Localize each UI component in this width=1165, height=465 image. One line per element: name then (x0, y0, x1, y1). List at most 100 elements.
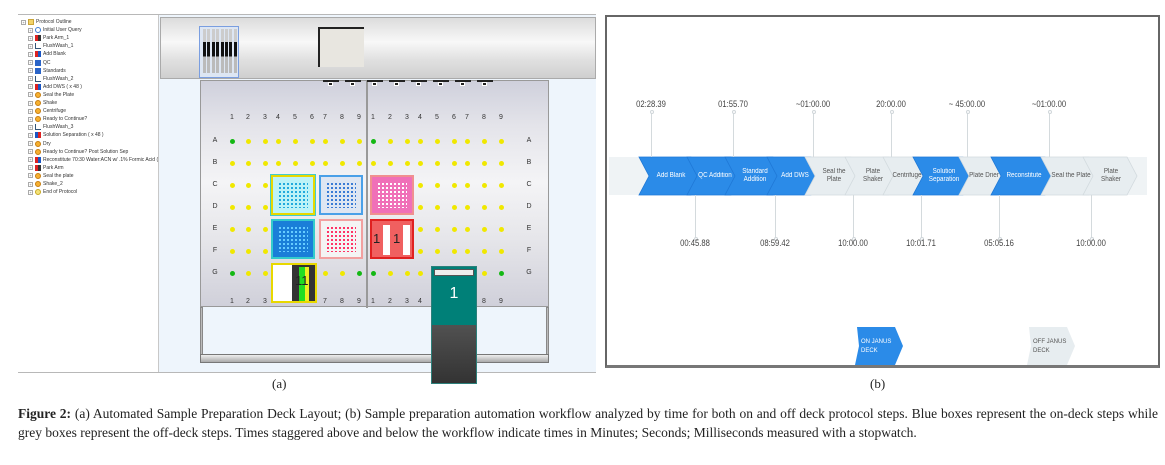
dws-plate[interactable] (319, 219, 363, 259)
workflow-step[interactable]: Reconstitute (990, 156, 1056, 196)
deck-position[interactable] (230, 183, 235, 188)
workflow-step[interactable]: Solution Separation (912, 156, 974, 196)
deck-position[interactable] (323, 161, 328, 166)
deck-position[interactable] (499, 249, 504, 254)
deck-position[interactable] (465, 161, 470, 166)
deck-position[interactable] (310, 139, 315, 144)
expand-toggle-icon[interactable]: + (28, 92, 33, 98)
deck-position[interactable] (357, 271, 362, 276)
deck-position[interactable] (246, 161, 251, 166)
deck-position[interactable] (263, 249, 268, 254)
deck-position[interactable] (418, 227, 423, 232)
outline-item[interactable]: +Add DWS ( x 48 ) (28, 83, 82, 91)
deck-position[interactable] (499, 139, 504, 144)
expand-toggle-icon[interactable]: + (28, 51, 33, 57)
deck-position[interactable] (499, 205, 504, 210)
deck-position[interactable] (435, 249, 440, 254)
deck-position[interactable] (405, 271, 410, 276)
deck-position[interactable] (263, 139, 268, 144)
deck-position[interactable] (230, 227, 235, 232)
expand-toggle-icon[interactable]: + (28, 27, 33, 33)
protocol-outline-tree[interactable]: +Protocol Outline+Initial User Query+Par… (18, 15, 172, 372)
deck-position[interactable] (499, 161, 504, 166)
expand-toggle-icon[interactable]: + (28, 189, 33, 195)
deck-position[interactable] (340, 139, 345, 144)
deck-position[interactable] (263, 161, 268, 166)
deck-position[interactable] (293, 139, 298, 144)
expand-toggle-icon[interactable]: + (28, 181, 33, 187)
qc-plate[interactable] (271, 219, 315, 259)
deck-position[interactable] (230, 161, 235, 166)
deck-position[interactable] (263, 271, 268, 276)
outline-item[interactable]: +Seal the Plate (28, 91, 74, 99)
deck-position[interactable] (482, 227, 487, 232)
deck-position[interactable] (499, 227, 504, 232)
expand-toggle-icon[interactable]: + (28, 43, 33, 49)
deck-position[interactable] (452, 227, 457, 232)
deck-position[interactable] (482, 183, 487, 188)
deck-position[interactable] (388, 161, 393, 166)
expand-toggle-icon[interactable]: + (28, 68, 33, 74)
deck-position[interactable] (499, 271, 504, 276)
workflow-step[interactable]: Standard Addition (724, 156, 784, 196)
deck-position[interactable] (452, 183, 457, 188)
outline-item[interactable]: +FlushWash_1 (28, 42, 73, 50)
deck-position[interactable] (465, 249, 470, 254)
deck-position[interactable] (482, 161, 487, 166)
outline-item[interactable]: +Shake_2 (28, 180, 63, 188)
outline-item[interactable]: +QC (28, 59, 51, 67)
deck-position[interactable] (405, 139, 410, 144)
deck-position[interactable] (371, 271, 376, 276)
deck-position[interactable] (452, 205, 457, 210)
deck-position[interactable] (452, 161, 457, 166)
deck-position[interactable] (357, 161, 362, 166)
deck-position[interactable] (452, 249, 457, 254)
outline-item[interactable]: +Solution Separation ( x 48 ) (28, 131, 104, 139)
deck-position[interactable] (323, 139, 328, 144)
expand-toggle-icon[interactable]: + (28, 149, 33, 155)
deck-position[interactable] (323, 271, 328, 276)
deck-position[interactable] (405, 161, 410, 166)
solvent-trough[interactable]: 11 (271, 263, 317, 303)
expand-toggle-icon[interactable]: + (28, 108, 33, 114)
outline-item[interactable]: +Reconstitute 70:30 Water:ACN w/ .1% For… (28, 156, 172, 164)
deck-position[interactable] (465, 227, 470, 232)
deck-position[interactable] (452, 139, 457, 144)
deck-position[interactable] (418, 161, 423, 166)
deck-position[interactable] (388, 271, 393, 276)
expand-toggle-icon[interactable]: + (28, 35, 33, 41)
deck-position[interactable] (465, 139, 470, 144)
pipette-head[interactable] (199, 26, 239, 78)
deck-position[interactable] (246, 205, 251, 210)
deck-position[interactable] (388, 139, 393, 144)
deck-position[interactable] (482, 139, 487, 144)
outline-item[interactable]: +Standards (28, 67, 66, 75)
deck-position[interactable] (340, 161, 345, 166)
outline-item[interactable]: +Protocol Outline (21, 18, 72, 26)
deck-position[interactable] (230, 271, 235, 276)
collection-plate[interactable] (370, 175, 414, 215)
expand-toggle-icon[interactable]: + (28, 165, 33, 171)
deck-position[interactable] (276, 161, 281, 166)
deck-position[interactable] (276, 139, 281, 144)
outline-item[interactable]: +Centrifuge (28, 107, 66, 115)
deck-position[interactable] (435, 205, 440, 210)
deck-position[interactable] (418, 183, 423, 188)
deck-position[interactable] (357, 139, 362, 144)
deck-position[interactable] (465, 205, 470, 210)
deck-position[interactable] (263, 227, 268, 232)
expand-toggle-icon[interactable]: + (28, 60, 33, 65)
outline-item[interactable]: +Dry (28, 140, 51, 148)
deck-position[interactable] (482, 271, 487, 276)
deck-position[interactable] (418, 271, 423, 276)
outline-item[interactable]: +End of Protocol (28, 188, 77, 196)
deck-position[interactable] (499, 183, 504, 188)
expand-toggle-icon[interactable]: + (28, 116, 33, 122)
workflow-step[interactable]: Add Blank (638, 156, 702, 196)
expand-toggle-icon[interactable]: + (28, 132, 33, 138)
expand-toggle-icon[interactable]: + (28, 76, 33, 82)
outline-item[interactable]: +Park Arm_1 (28, 34, 69, 42)
outline-item[interactable]: +FlushWash_3 (28, 123, 73, 131)
expand-toggle-icon[interactable]: + (28, 141, 33, 146)
